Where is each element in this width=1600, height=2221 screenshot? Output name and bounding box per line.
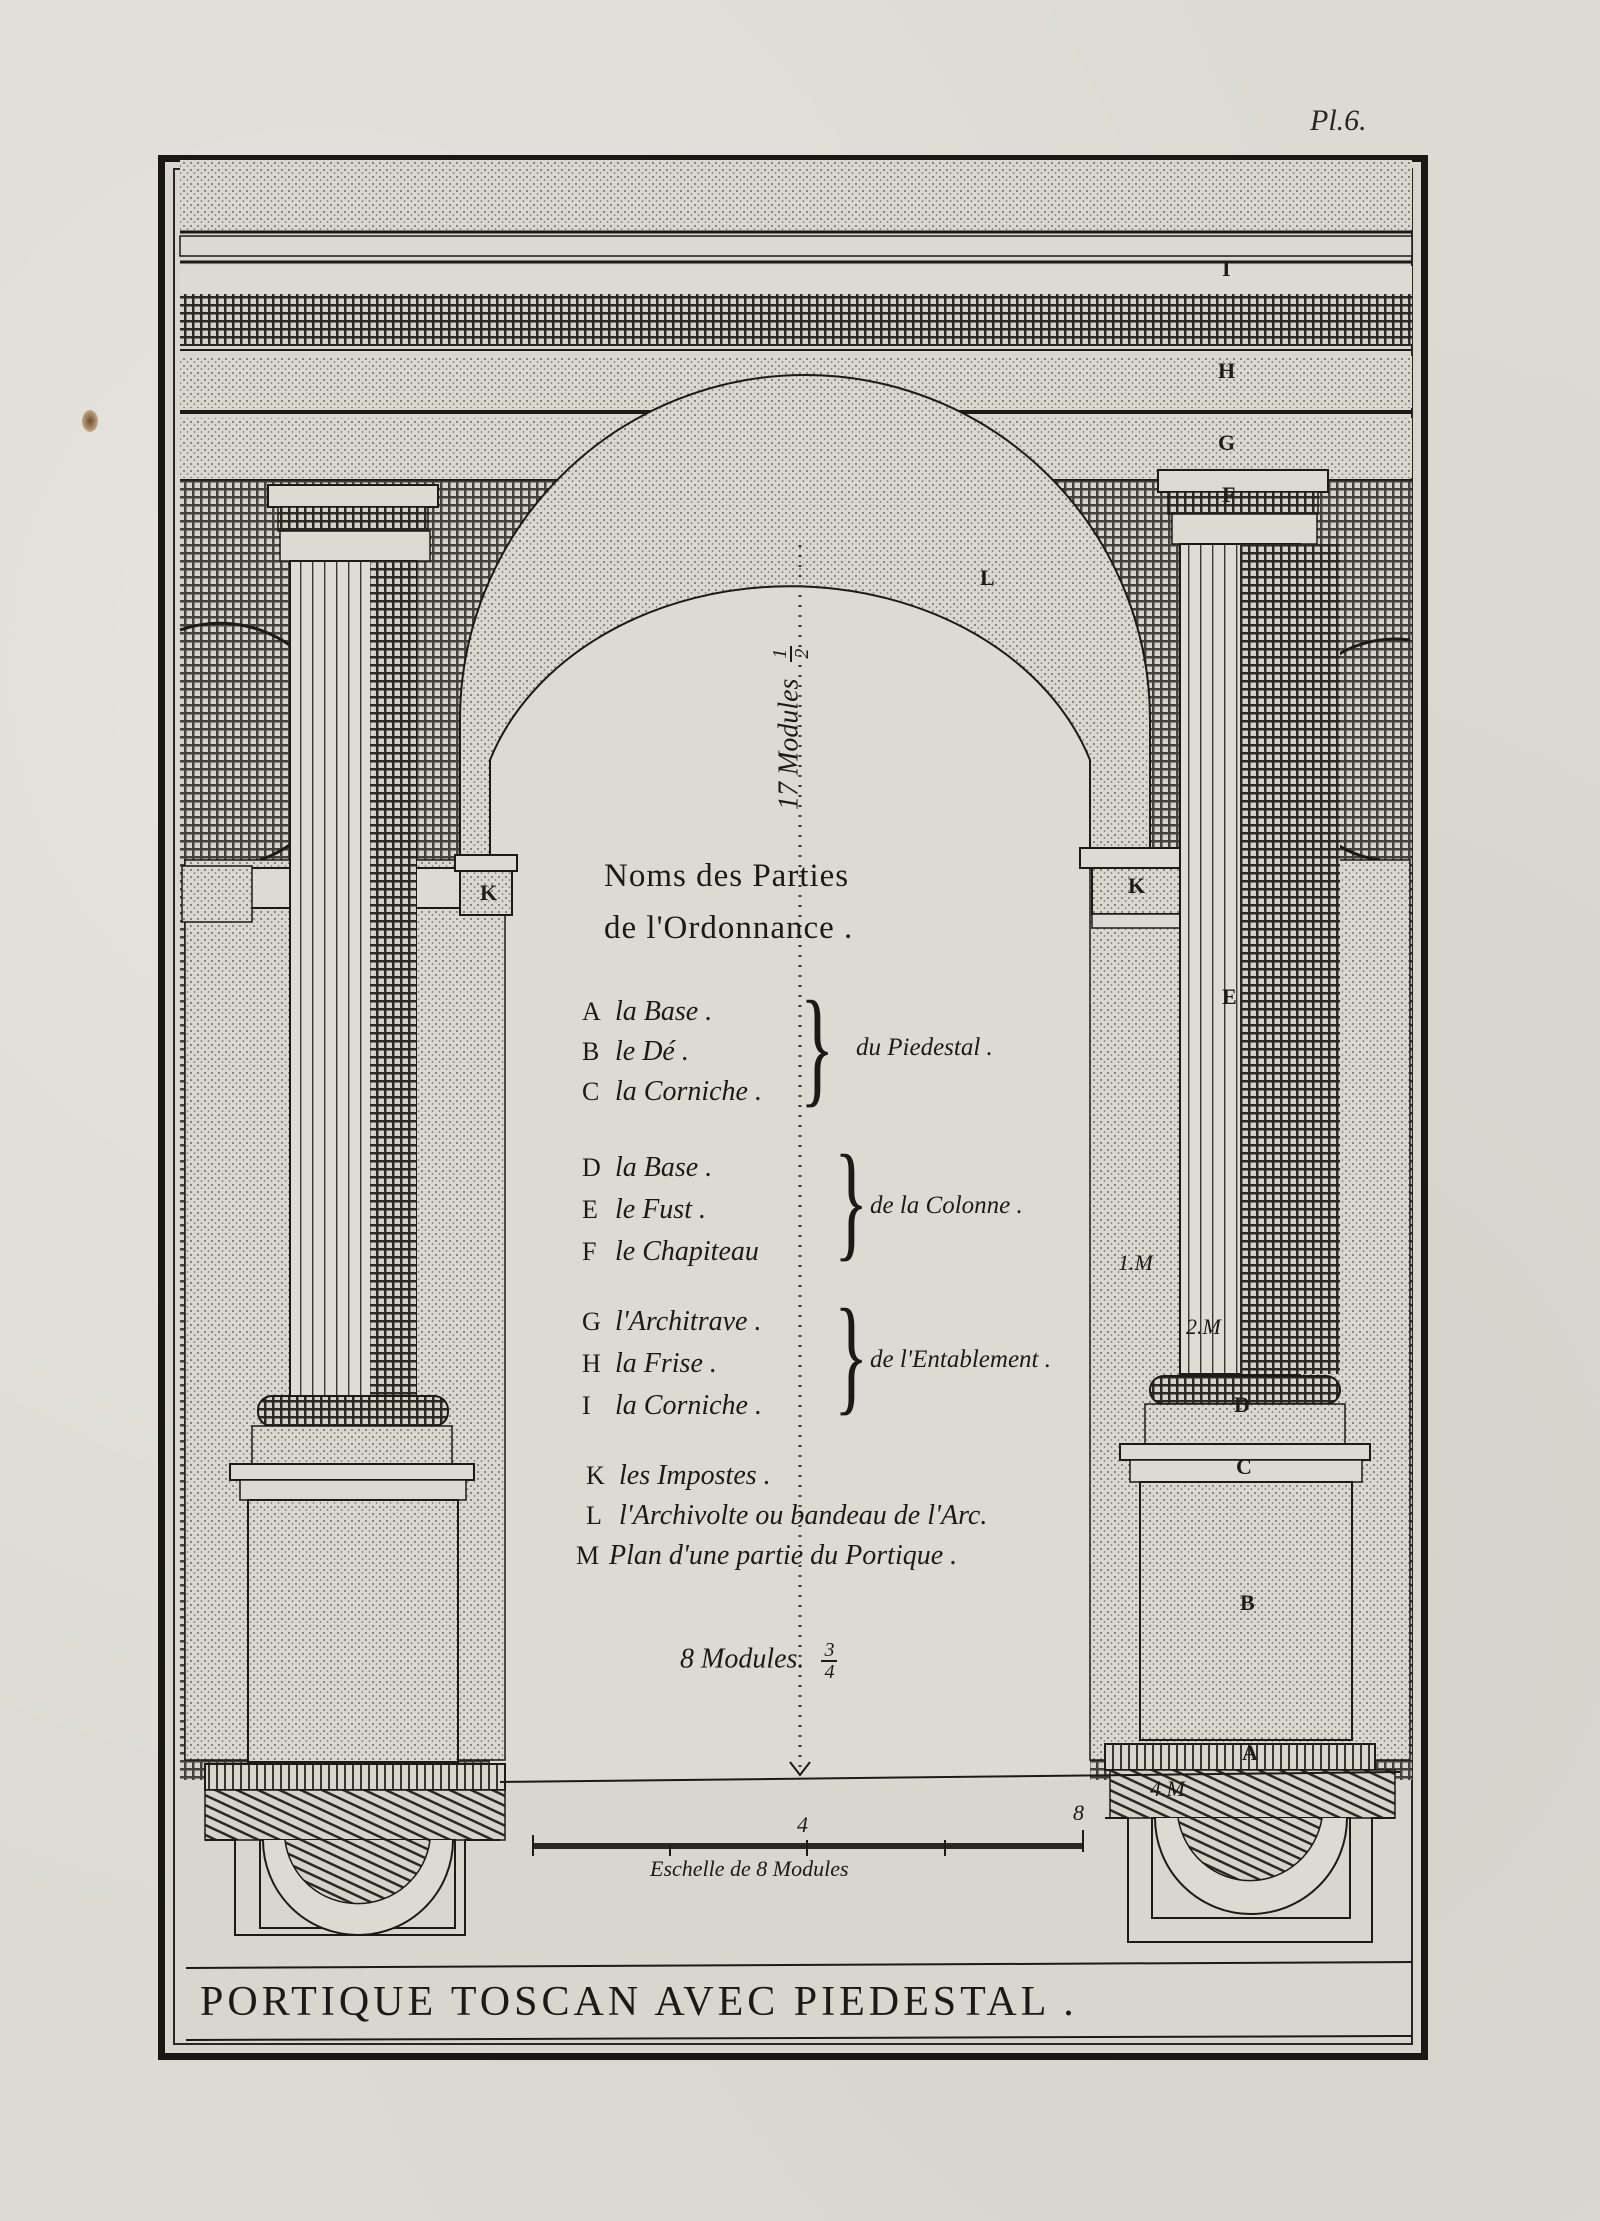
height-modules-text: 17 Modules — [773, 678, 805, 810]
group-label-entablement: de l'Entablement . — [870, 1346, 1051, 1373]
brace-colonne: } — [834, 1129, 869, 1273]
scale-bar-label: Eschelle de 8 Modules — [650, 1856, 849, 1881]
legend-item-K: K les Impostes . — [586, 1460, 771, 1491]
legend-heading-line1: Noms des Parties — [604, 858, 850, 894]
legend-item-B: B le Dé . — [582, 1036, 689, 1067]
scale-bar — [532, 1830, 1084, 1856]
width-modules-text: 8 Modules. — [680, 1643, 805, 1675]
foxing-spot — [82, 410, 98, 432]
legend-item-E: E le Fust . — [582, 1194, 706, 1225]
label-2M: 2.M — [1186, 1314, 1221, 1339]
ground-line — [499, 1771, 1401, 1783]
legend-item-A: A la Base . — [582, 996, 713, 1027]
legend-item-M: M Plan d'une partie du Portique . — [576, 1540, 958, 1571]
legend-item-G: G l'Architrave . — [582, 1306, 762, 1337]
label-ped-cornice-C: C — [1236, 1454, 1252, 1479]
legend-item-L: L l'Archivolte ou bandeau de l'Arc. — [586, 1500, 988, 1531]
plate-title: PORTIQUE TOSCAN AVEC PIEDESTAL . — [200, 1979, 1078, 2025]
legend-item-I: I la Corniche . — [582, 1390, 762, 1421]
brace-entablement: } — [834, 1283, 869, 1427]
group-label-piedestal: du Piedestal . — [856, 1034, 993, 1061]
left-impost — [181, 854, 518, 923]
legend-item-D: D la Base . — [582, 1152, 713, 1183]
central-arch — [459, 374, 1151, 1780]
label-shaft-E: E — [1222, 984, 1237, 1009]
label-cornice-I: I — [1222, 256, 1231, 281]
scale-tick-8: 8 — [1073, 1800, 1084, 1825]
right-column-assembly — [1079, 469, 1411, 1943]
scale-tick-4: 4 — [797, 1812, 808, 1837]
legend-item-H: H la Frise . — [582, 1348, 717, 1379]
label-architrave-G: G — [1218, 430, 1236, 455]
label-impost-K-right: K — [1128, 873, 1146, 898]
label-die-B: B — [1240, 1590, 1255, 1615]
label-4M: 4.M — [1150, 1776, 1185, 1801]
plate-number: Pl.6. — [1310, 104, 1367, 137]
legend-item-C: C la Corniche . — [582, 1076, 762, 1107]
left-column-assembly — [184, 484, 506, 1936]
legend-item-F: F le Chapiteau — [582, 1236, 759, 1267]
legend-heading-line2: de l'Ordonnance . — [604, 910, 854, 946]
label-1M: 1.M — [1118, 1250, 1153, 1275]
label-col-base-D: D — [1234, 1392, 1250, 1417]
label-archivolt-L: L — [980, 565, 995, 590]
label-impost-K-left: K — [480, 880, 498, 905]
label-frieze-H: H — [1218, 358, 1236, 383]
group-label-colonne: de la Colonne . — [870, 1192, 1023, 1219]
label-capital-F: F — [1222, 482, 1236, 507]
brace-piedestal: } — [800, 975, 835, 1119]
label-ped-base-A: A — [1242, 1740, 1258, 1765]
